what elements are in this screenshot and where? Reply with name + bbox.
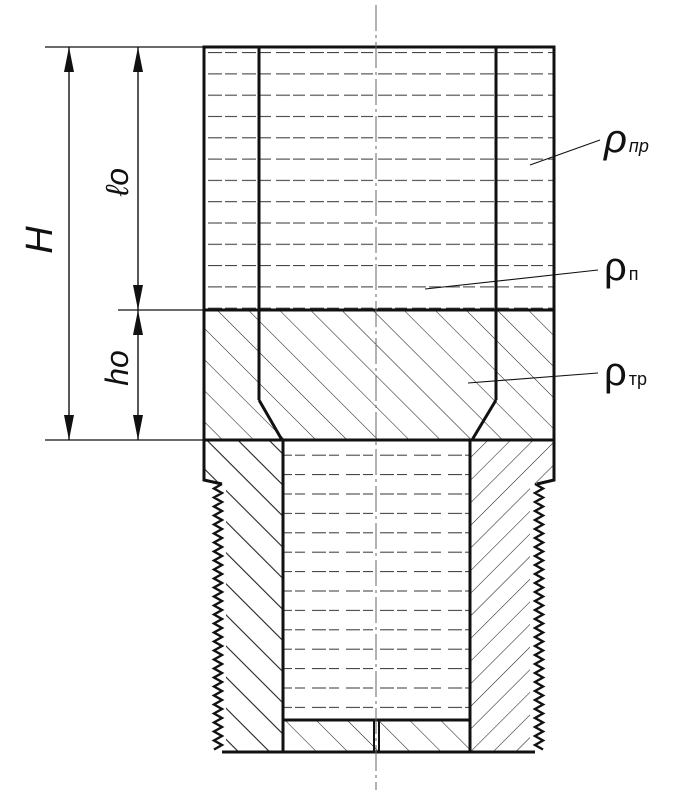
lower-right-wall [470, 440, 554, 752]
dimension-h0 [133, 310, 143, 440]
leader-lines [424, 139, 601, 384]
thread-right [532, 482, 546, 751]
lower-left-wall [204, 440, 283, 752]
plug-divider [373, 720, 380, 752]
thread-left [211, 482, 225, 751]
hatched-sample-section [204, 310, 554, 440]
upper-liquid-column [204, 47, 554, 310]
dim-label-l0: ℓo [99, 168, 135, 197]
dimension-H [64, 47, 74, 440]
dim-label-h0: ho [99, 350, 135, 386]
dimension-l0 [133, 47, 143, 310]
extension-lines [45, 46, 204, 441]
outlines [202, 45, 556, 754]
dim-label-H: H [19, 226, 61, 254]
